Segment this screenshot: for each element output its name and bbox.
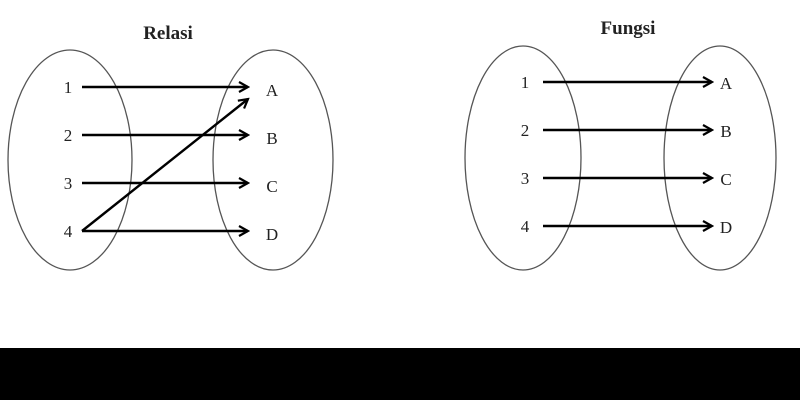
codomain-label: B <box>266 129 277 148</box>
codomain-label: C <box>720 170 731 189</box>
domain-label: 1 <box>64 78 73 97</box>
codomain-label: A <box>720 74 733 93</box>
domain-label: 4 <box>64 222 73 241</box>
domain-label: 4 <box>521 217 530 236</box>
domain-ellipse <box>464 45 582 271</box>
codomain-label: D <box>720 218 732 237</box>
relasi-title: Relasi <box>143 23 193 44</box>
codomain-label: B <box>720 122 731 141</box>
domain-label: 1 <box>521 73 530 92</box>
domain-label: 2 <box>521 121 530 140</box>
fungsi-title: Fungsi <box>601 18 656 39</box>
codomain-label: D <box>266 225 278 244</box>
bottom-black-bar <box>0 348 800 400</box>
codomain-label: A <box>266 81 279 100</box>
codomain-ellipse <box>212 49 334 271</box>
domain-label: 2 <box>64 126 73 145</box>
domain-label: 3 <box>64 174 73 193</box>
domain-ellipse <box>7 49 133 271</box>
domain-label: 3 <box>521 169 530 188</box>
codomain-label: C <box>266 177 277 196</box>
mapping-arrow <box>81 99 248 232</box>
relasi-diagram: 1 2 3 4 A B C D <box>7 49 334 271</box>
codomain-ellipse <box>663 45 777 271</box>
fungsi-diagram: 1 2 3 4 A B C D <box>464 45 777 271</box>
